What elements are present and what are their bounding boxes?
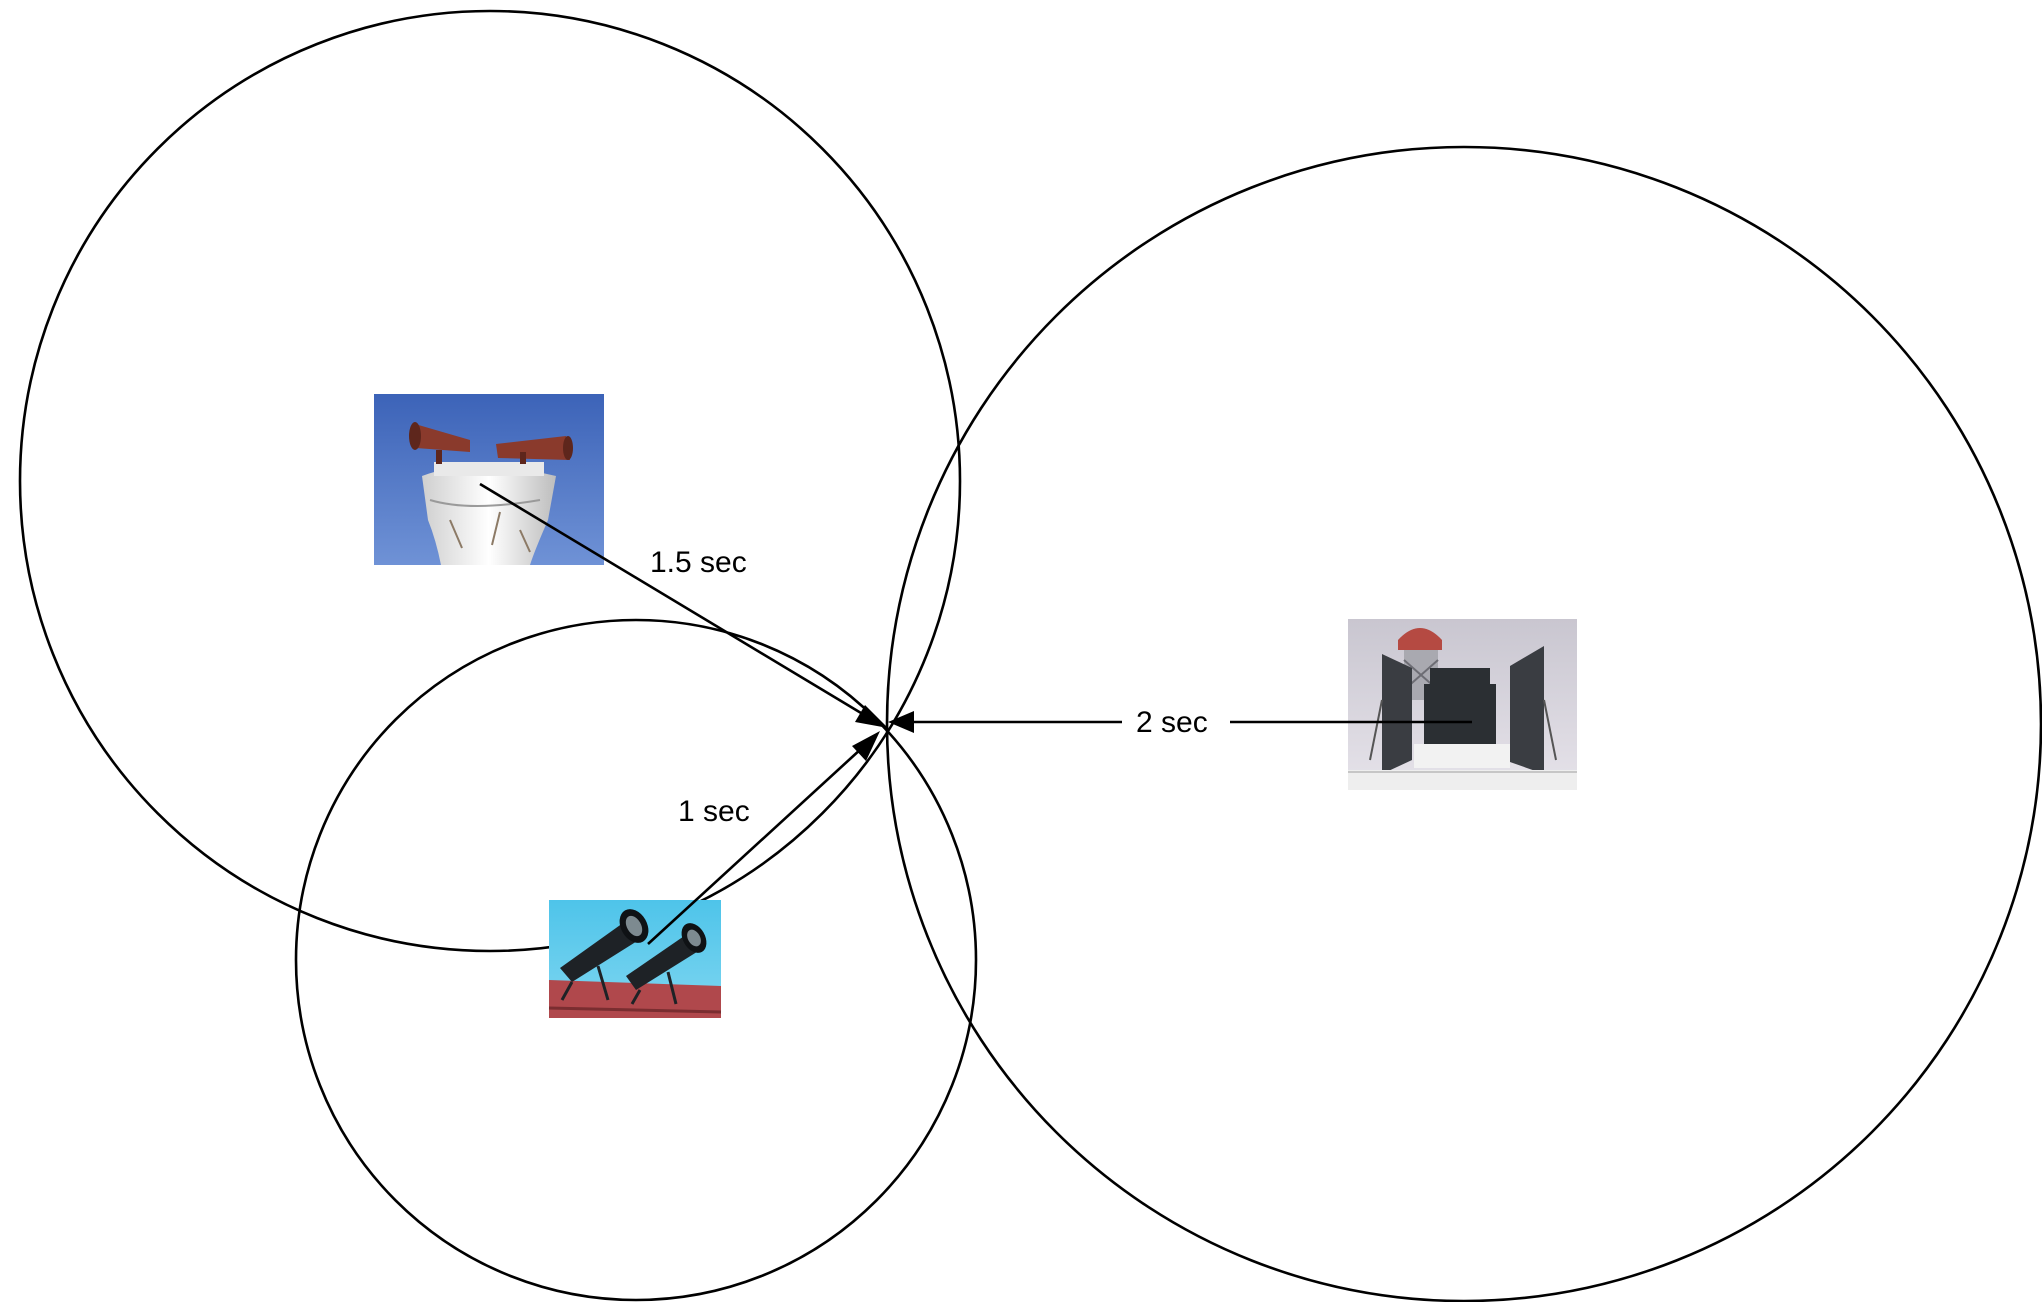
range-circle-horn-b bbox=[294, 618, 978, 1302]
arrow-head-horn-b bbox=[852, 731, 880, 761]
time-label-horn-b: 1 sec bbox=[678, 795, 750, 828]
foghorn-photo-c-icon bbox=[1348, 619, 1577, 790]
time-label-horn-a: 1.5 sec bbox=[650, 546, 747, 579]
range-circle-horn-c bbox=[885, 145, 2042, 1302]
arrow-head-horn-c bbox=[888, 711, 914, 733]
foghorn-photo-b-icon bbox=[548, 900, 722, 1018]
time-label-horn-c-background bbox=[1122, 700, 1230, 742]
time-label-horn-c: 2 sec bbox=[1136, 706, 1208, 739]
arrow-head-horn-a bbox=[855, 705, 888, 728]
arrow-horn-b-to-ship bbox=[647, 747, 863, 945]
range-circle-horn-a bbox=[18, 9, 962, 953]
foghorn-photo-a-icon bbox=[374, 394, 604, 565]
arrow-horn-a-to-ship bbox=[479, 482, 867, 718]
